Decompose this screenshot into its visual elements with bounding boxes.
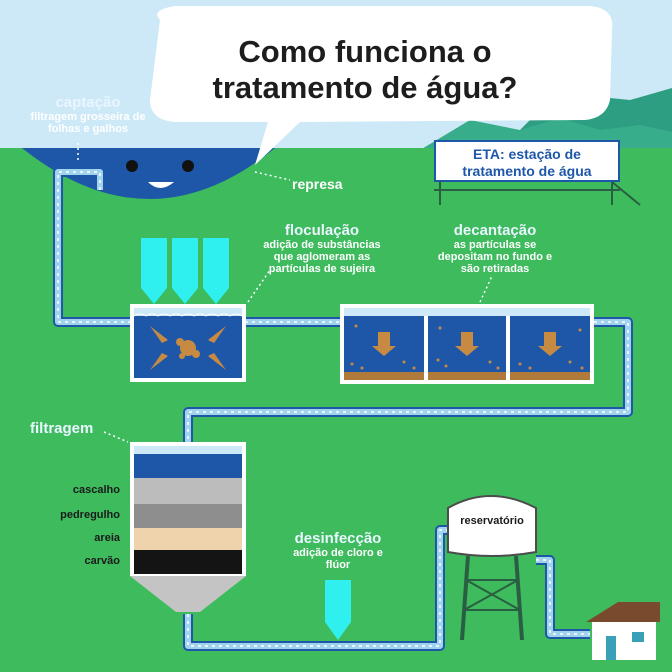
floculacao-title: floculação xyxy=(284,222,360,239)
captacao-desc-2: folhas e galhos xyxy=(47,123,129,135)
decantacao-desc-2: depositam no fundo e xyxy=(437,251,553,263)
pipe xyxy=(53,167,633,651)
decantacao-label: decantação as partículas se depositam no… xyxy=(430,222,560,275)
captacao-title: captação xyxy=(55,94,121,111)
filtragem-title: filtragem xyxy=(30,420,94,437)
floculacao-desc-3: partículas de sujeira xyxy=(268,263,376,275)
disinfection-tank xyxy=(325,580,351,640)
desinfeccao-title: desinfecção xyxy=(294,530,382,547)
eta-structure xyxy=(434,181,641,206)
floculacao-desc-1: adição de substâncias xyxy=(263,239,381,251)
house xyxy=(586,602,660,660)
speech-bubble xyxy=(150,6,613,165)
eta-sign: ETA: estação de tratamento de água xyxy=(434,140,620,182)
represa-label: represa xyxy=(292,176,343,192)
face-eye-right xyxy=(182,160,194,172)
decantacao-title: decantação xyxy=(453,222,537,239)
represa-leader xyxy=(254,171,291,181)
title-line-1: Como funciona o xyxy=(238,34,492,69)
captacao-label: captação filtragem grosseira de folhas e… xyxy=(8,94,168,135)
layer-label-cascalho: cascalho xyxy=(72,484,120,496)
filter-column xyxy=(130,442,246,612)
chemical-tanks xyxy=(141,238,229,304)
flocculation-tank xyxy=(130,304,246,382)
title-line-2: tratamento de água? xyxy=(212,70,518,105)
eta-line-1: ETA: estação de xyxy=(473,146,581,162)
desinfeccao-desc-1: adição de cloro e xyxy=(293,547,383,559)
dam-water xyxy=(22,148,275,199)
layer-label-areia: areia xyxy=(94,532,120,544)
water-tower xyxy=(447,495,537,641)
reservatorio-label: reservatório xyxy=(460,515,524,527)
face-eye-left xyxy=(126,160,138,172)
layer-label-pedregulho: pedregulho xyxy=(60,509,120,521)
face-smile xyxy=(148,182,174,188)
desinfeccao-desc-2: flúor xyxy=(325,559,351,571)
layer-label-carvao: carvão xyxy=(84,555,120,567)
floculacao-desc-2: que aglomeram as xyxy=(273,251,371,263)
floculacao-leader xyxy=(247,269,271,303)
desinfeccao-label: desinfecção adição de cloro e flúor xyxy=(276,530,400,571)
floculacao-label: floculação adição de substâncias que agl… xyxy=(252,222,392,275)
decantacao-desc-3: são retiradas xyxy=(460,263,530,275)
filtragem-leader xyxy=(103,431,129,443)
decantacao-desc-1: as partículas se xyxy=(453,239,537,251)
main-title: Como funciona o tratamento de água? xyxy=(180,34,550,106)
decantation-tanks xyxy=(340,304,594,384)
captacao-desc-1: filtragem grosseira de xyxy=(30,111,146,123)
eta-line-2: tratamento de água xyxy=(462,163,592,179)
